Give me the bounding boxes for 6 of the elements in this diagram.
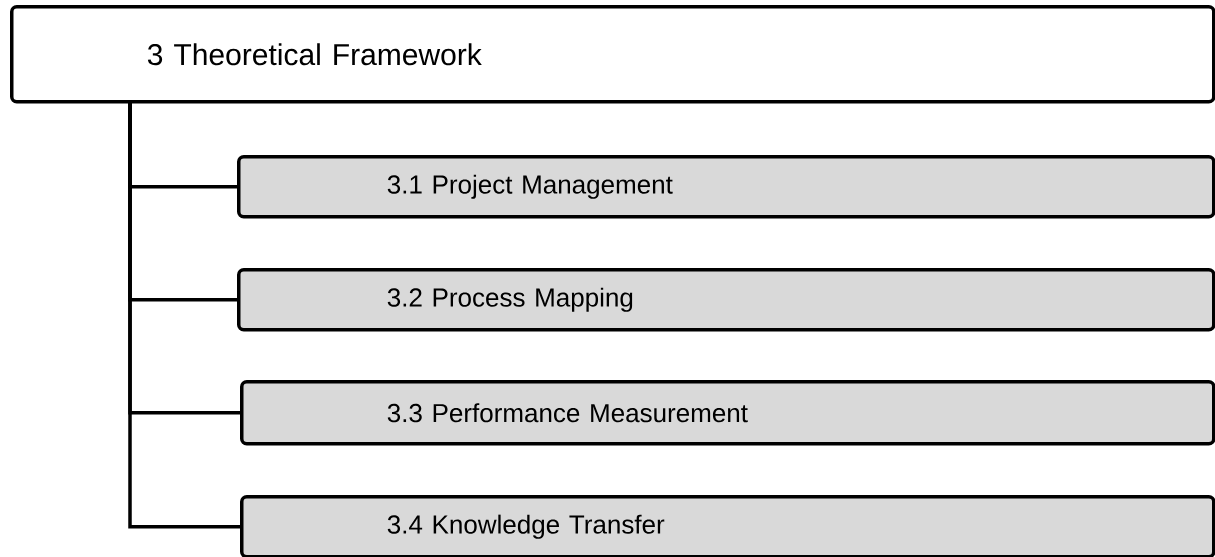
subsection-box: 3.4 Knowledge Transfer: [240, 495, 1215, 557]
subsection-box: 3.2 Process Mapping: [237, 268, 1215, 332]
subsection-box: 3.1 Project Management: [237, 155, 1215, 219]
connector: [128, 101, 242, 529]
section-box: 3 Theoretical Framework: [10, 5, 1215, 104]
subsection-box: 3.3 Performance Measurement: [240, 380, 1215, 446]
